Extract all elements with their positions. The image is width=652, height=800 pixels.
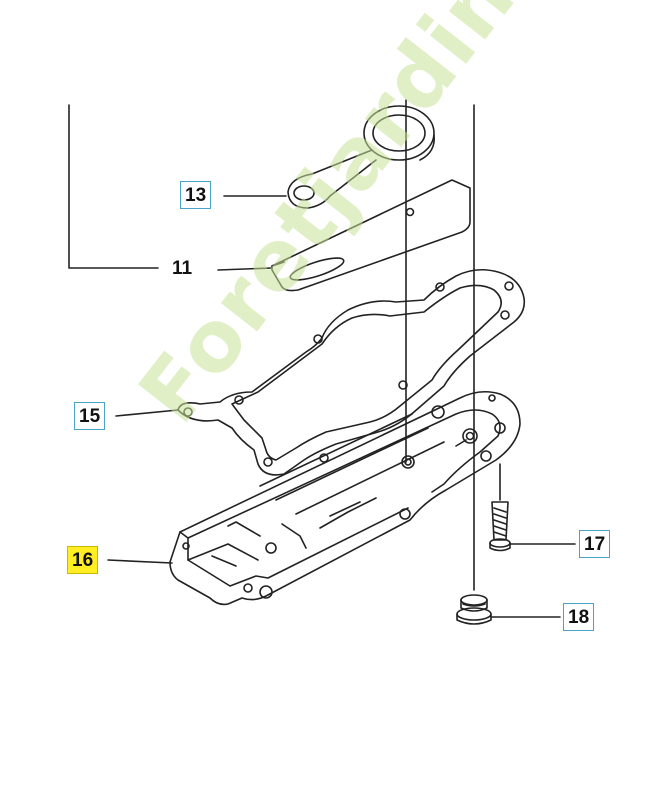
leader-16 <box>107 559 173 564</box>
screw-part-17 <box>489 463 511 552</box>
callout-part-13: 13 <box>180 181 212 209</box>
wrench-part-13 <box>287 105 436 209</box>
leader-11 <box>217 267 273 271</box>
callout-part-15: 15 <box>74 402 106 430</box>
callout-part-18: 18 <box>563 603 595 631</box>
callout-part-11: 11 <box>172 258 193 279</box>
leader-bracket-11 <box>68 104 159 269</box>
housing-part-16 <box>169 390 521 606</box>
callout-part-16: 16 <box>67 546 99 574</box>
leader-15 <box>115 409 179 417</box>
callout-part-17: 17 <box>579 530 611 558</box>
gasket-part-15 <box>177 268 526 476</box>
plug-part-18 <box>456 594 492 625</box>
plate-part-11 <box>271 179 471 292</box>
